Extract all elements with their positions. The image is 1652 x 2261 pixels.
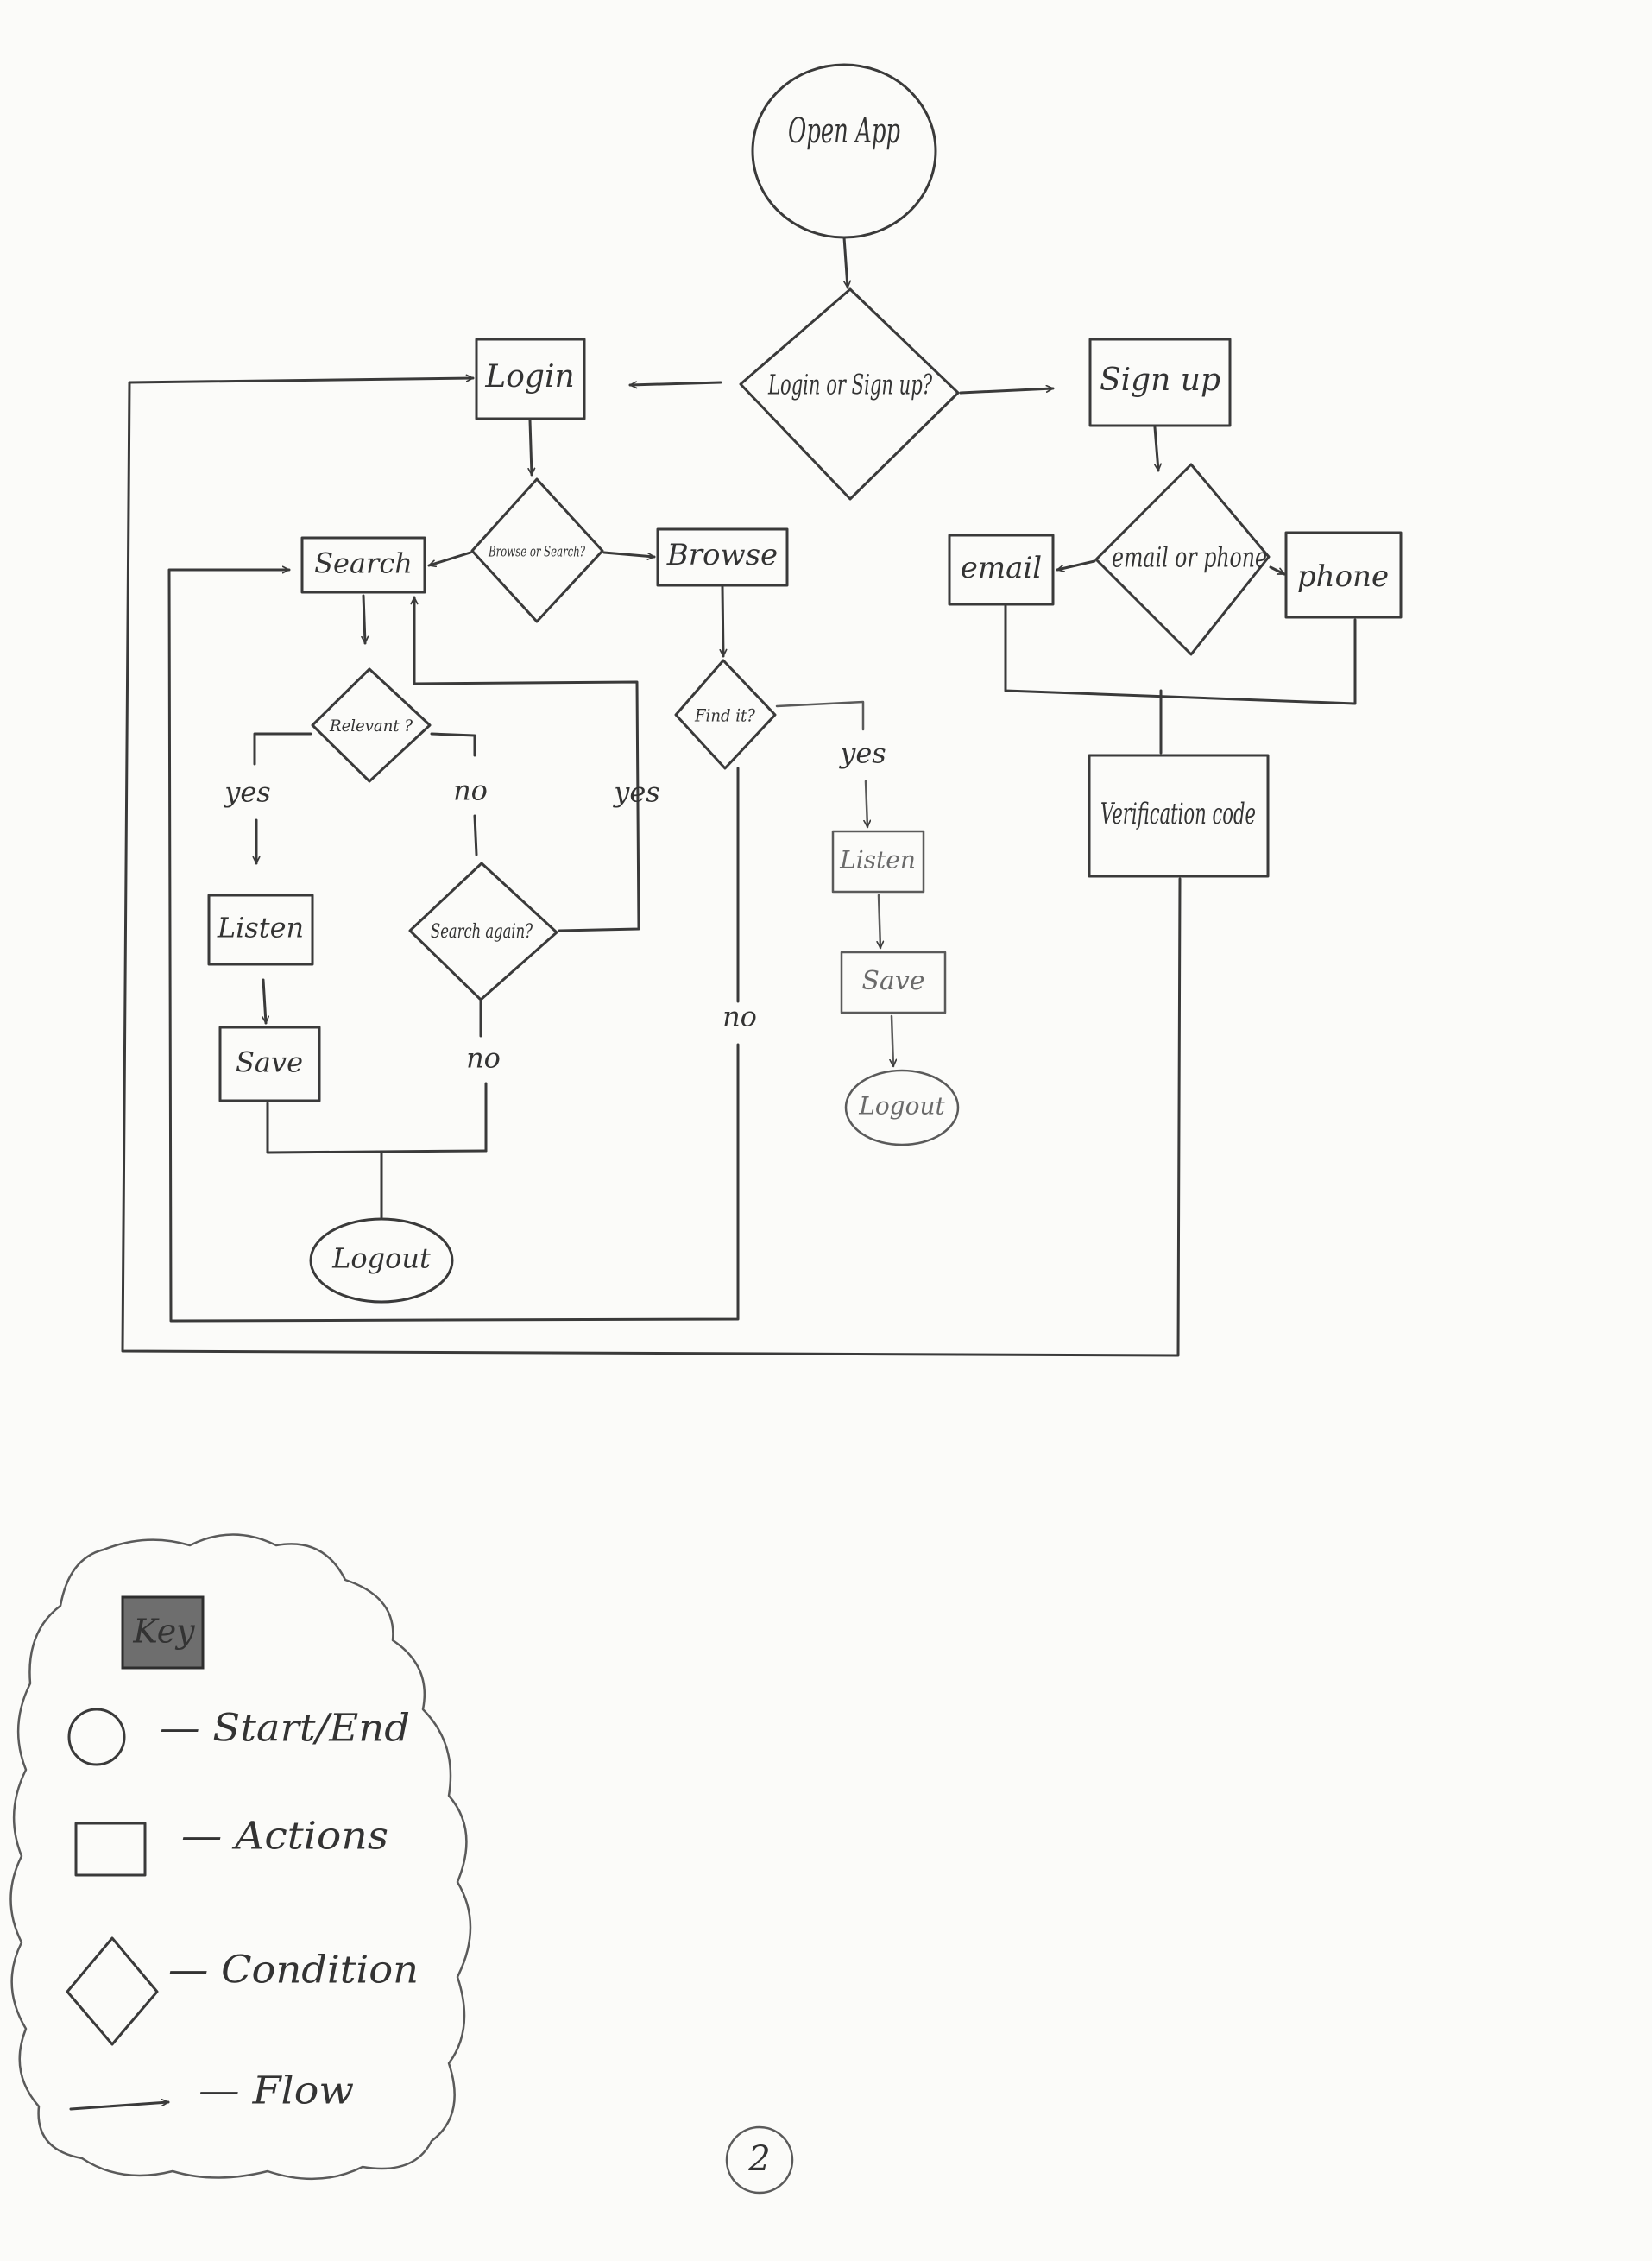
edge-label-relevant-yes: yes	[223, 776, 270, 809]
action-listen-left: Listen	[207, 894, 314, 966]
edge-signup-to-email-or-phone	[1153, 426, 1158, 472]
edge-open-to-decision	[842, 236, 848, 289]
node-label-browse-or-search: Browse or Search?	[488, 544, 585, 561]
decision-relevant: Relevant ?	[311, 667, 432, 783]
action-login: Login	[475, 338, 586, 420]
node-label-browse: Browse	[666, 538, 778, 572]
action-sign-up: Sign up	[1088, 338, 1232, 427]
node-label-phone: phone	[1297, 559, 1389, 594]
legend-rectangle-icon	[74, 1822, 147, 1877]
legend-label-flow: — Flow	[199, 2069, 354, 2113]
legend-label-condition: — Condition	[168, 1948, 419, 1993]
flow-edges	[121, 236, 1357, 1357]
legend-label-start-end: — Start/End	[160, 1707, 410, 1751]
edge-label-find-it-yes: yes	[838, 737, 886, 770]
legend-label-actions: — Actions	[181, 1815, 388, 1859]
action-search: Search	[300, 536, 426, 594]
edge-to-phone	[1269, 565, 1284, 576]
action-verification-code: Verification code	[1088, 754, 1270, 878]
node-label-save-right: Save	[861, 966, 924, 996]
edge-label-relevant-no: no	[453, 774, 488, 807]
node-label-open-app: Open App	[788, 111, 900, 151]
node-label-sign-up: Sign up	[1100, 363, 1220, 398]
node-label-find-it: Find it?	[694, 705, 755, 726]
edge-merge-to-logout	[266, 1102, 488, 1154]
edge-save-to-logout-right	[892, 1014, 893, 1068]
edge-labels: yes no yes no yes no	[223, 737, 886, 1075]
legend-arrow-icon	[69, 2102, 170, 2111]
node-label-login-or-signup: Login or Sign up?	[767, 369, 932, 401]
edge-yes-to-listen-right	[866, 780, 867, 829]
legend-scalloped-border	[9, 1533, 472, 2181]
legend-title-swatch	[121, 1595, 205, 1670]
node-label-search: Search	[314, 547, 413, 580]
edge-to-email	[1057, 559, 1096, 570]
legend-diamond-icon	[66, 1936, 159, 2046]
edge-search-to-relevant	[363, 594, 365, 645]
edge-search-again-yes-loop	[414, 596, 640, 932]
edge-listen-to-save-right	[879, 894, 880, 950]
edge-label-find-it-no: no	[722, 1001, 757, 1033]
legend-circle-icon	[67, 1708, 126, 1766]
action-save-left: Save	[218, 1026, 321, 1102]
edge-browse-to-find-it	[722, 585, 723, 658]
start-node-open-app: Open App	[751, 63, 937, 239]
action-phone: phone	[1284, 531, 1403, 619]
node-label-logout-left: Logout	[331, 1242, 431, 1275]
decision-find-it: Find it?	[674, 659, 777, 770]
end-node-logout-right: Logout	[844, 1069, 960, 1146]
edge-find-it-no-loop	[167, 570, 740, 1323]
legend: Key — Start/End — Actions — Condition — …	[9, 1533, 472, 2181]
edge-relevant-no-branch	[430, 732, 476, 757]
action-email: email	[948, 534, 1055, 606]
page-number-circle	[725, 2125, 794, 2195]
page-number-text: 2	[747, 2139, 770, 2179]
edge-to-browse	[602, 551, 656, 557]
node-label-email-or-phone: email or phone	[1112, 541, 1267, 574]
action-browse: Browse	[656, 527, 789, 587]
action-save-right: Save	[840, 951, 947, 1014]
edge-label-search-again-no: no	[466, 1042, 501, 1075]
decision-email-or-phone: email or phone	[1094, 463, 1271, 656]
node-label-logout-right: Logout	[858, 1092, 945, 1121]
node-label-email: email	[961, 551, 1042, 585]
node-label-login: Login	[484, 359, 574, 395]
edge-label-search-again-yes: yes	[612, 776, 659, 809]
node-label-listen-left: Listen	[217, 912, 304, 944]
node-label-relevant: Relevant ?	[329, 717, 413, 736]
end-node-logout-left: Logout	[309, 1217, 454, 1304]
edge-find-it-yes-branch	[775, 700, 865, 731]
legend-title: Key	[132, 1613, 195, 1651]
edge-decision-to-signup	[959, 388, 1055, 395]
decision-search-again: Search again?	[408, 862, 558, 1001]
decision-login-or-signup: Login or Sign up?	[739, 287, 960, 501]
edge-to-search	[429, 551, 472, 565]
edge-no-to-search-again	[473, 814, 478, 856]
edge-verification-to-login-loop	[121, 378, 1182, 1357]
node-label-verification-code: Verification code	[1100, 797, 1256, 831]
node-label-save-left: Save	[236, 1046, 303, 1079]
decision-browse-or-search: Browse or Search?	[470, 477, 604, 623]
page-number: 2	[725, 2125, 794, 2195]
node-label-search-again: Search again?	[431, 921, 533, 943]
edge-decision-to-login	[628, 382, 722, 385]
node-label-listen-right: Listen	[839, 846, 916, 875]
edge-listen-to-save	[263, 978, 266, 1025]
edge-email-phone-merge	[1004, 604, 1357, 705]
edge-login-to-browse-or-search	[530, 419, 532, 477]
edge-relevant-yes-branch	[253, 732, 312, 766]
action-listen-right: Listen	[831, 830, 925, 894]
